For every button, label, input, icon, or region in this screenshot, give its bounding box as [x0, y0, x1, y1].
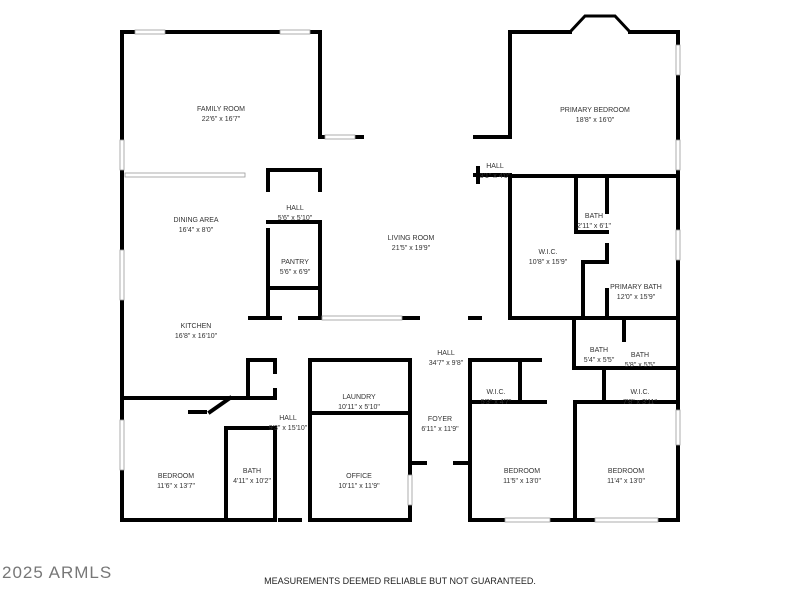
- room-size: 12'0" x 15'9": [616, 294, 656, 301]
- room-label: W.I.C. 7'8" x 3'11": [623, 388, 657, 408]
- room-label: W.I.C. 5'3" x 4'7": [481, 388, 512, 408]
- room-size: 5'4" x 5'5": [583, 357, 615, 364]
- room-label: LAUNDRY 10'11" x 5'10": [338, 393, 380, 413]
- window: [675, 139, 681, 171]
- window: [119, 139, 125, 171]
- room-name: W.I.C.: [538, 249, 558, 256]
- room-label: PANTRY 5'6" x 6'9": [280, 258, 311, 278]
- room-label: PRIMARY BEDROOM 18'8" x 16'0": [560, 106, 630, 126]
- room-size: 16'8" x 16'10": [174, 333, 218, 340]
- wall: [207, 395, 233, 415]
- window: [279, 29, 311, 35]
- room-name: PRIMARY BEDROOM: [560, 107, 630, 114]
- room-name: PANTRY: [281, 259, 309, 266]
- room-label: BEDROOM 11'4" x 13'0": [607, 467, 645, 487]
- room-size: 22'6" x 16'7": [201, 116, 241, 123]
- room-name: BEDROOM: [607, 468, 645, 475]
- room-size: 18'8" x 16'0": [575, 117, 615, 124]
- room-name: PRIMARY BATH: [610, 284, 662, 291]
- room-size: 10'8" x 15'9": [528, 259, 568, 266]
- room-size: 10'11" x 11'9": [338, 483, 380, 490]
- window: [675, 44, 681, 76]
- room-label: LIVING ROOM 21'5" x 19'9": [388, 234, 435, 254]
- room-label: HALL 34'7" x 9'8": [429, 349, 464, 369]
- room-label: HALL 5'6" x 5'10": [278, 204, 313, 224]
- room-name: LIVING ROOM: [387, 235, 435, 242]
- room-size: 5'3" x 4'7": [480, 399, 512, 406]
- room-name: BEDROOM: [157, 473, 195, 480]
- window: [119, 419, 125, 471]
- room-size: 9'3" x 15'10": [268, 425, 308, 432]
- room-label: KITCHEN 16'8" x 16'10": [175, 322, 217, 342]
- room-label: HALL 9'3" x 15'10": [269, 414, 307, 434]
- room-name: BATH: [242, 468, 262, 475]
- window: [594, 517, 659, 523]
- room-size: 7'8" x 3'11": [623, 399, 657, 406]
- room-size: 5'8" x 5'5": [624, 362, 656, 369]
- room-size: 3'1" x 4'0": [479, 173, 511, 180]
- window: [134, 29, 166, 35]
- room-size: 21'5" x 19'9": [391, 245, 431, 252]
- room-name: BATH: [589, 347, 609, 354]
- room-size: 34'7" x 9'8": [428, 360, 464, 367]
- room-name: HALL: [437, 350, 455, 357]
- room-label: FOYER 6'11" x 11'9": [421, 415, 458, 435]
- room-name: HALL: [279, 415, 297, 422]
- room-size: 11'6" x 13'7": [157, 483, 195, 490]
- room-name: DINING AREA: [173, 217, 219, 224]
- window: [504, 517, 551, 523]
- room-label: FAMILY ROOM 22'6" x 16'7": [197, 105, 245, 125]
- window: [324, 134, 356, 140]
- room-label: BEDROOM 11'5" x 13'0": [503, 467, 541, 487]
- room-name: LAUNDRY: [342, 394, 376, 401]
- room-label: W.I.C. 10'8" x 15'9": [529, 248, 567, 268]
- room-name: W.I.C.: [486, 389, 506, 396]
- room-name: BATH: [630, 352, 650, 359]
- room-label: BEDROOM 11'6" x 13'7": [157, 472, 195, 492]
- room-size: 16'4" x 8'0": [178, 227, 214, 234]
- room-label: BATH 2'11" x 6'1": [577, 212, 611, 232]
- window: [321, 315, 403, 321]
- room-label: HALL 3'1" x 4'0": [480, 162, 511, 182]
- window: [675, 409, 681, 446]
- window: [124, 172, 246, 178]
- room-name: BEDROOM: [503, 468, 541, 475]
- room-label: OFFICE 10'11" x 11'9": [338, 472, 379, 492]
- room-size: 5'6" x 6'9": [279, 269, 311, 276]
- room-name: FAMILY ROOM: [197, 106, 245, 113]
- room-label: BATH 5'4" x 5'5": [584, 346, 615, 366]
- bay-window: [568, 14, 632, 34]
- window: [119, 249, 125, 301]
- room-name: W.I.C.: [630, 389, 650, 396]
- room-size: 10'11" x 5'10": [338, 404, 380, 411]
- disclaimer: MEASUREMENTS DEEMED RELIABLE BUT NOT GUA…: [264, 576, 536, 586]
- room-label: BATH 4'11" x 10'2": [233, 467, 271, 487]
- room-size: 5'6" x 5'10": [277, 215, 313, 222]
- room-size: 4'11" x 10'2": [233, 478, 271, 485]
- room-size: 11'5" x 13'0": [503, 478, 541, 485]
- window: [407, 474, 413, 506]
- room-name: KITCHEN: [180, 323, 212, 330]
- window: [675, 229, 681, 261]
- room-name: HALL: [286, 205, 304, 212]
- room-size: 2'11" x 6'1": [577, 223, 611, 230]
- watermark: 2025 ARMLS: [2, 563, 113, 582]
- room-name: FOYER: [427, 416, 453, 423]
- room-label: PRIMARY BATH 12'0" x 15'9": [610, 283, 662, 303]
- room-label: BATH 5'8" x 5'5": [625, 351, 656, 371]
- room-label: DINING AREA 16'4" x 8'0": [173, 216, 218, 236]
- room-name: OFFICE: [346, 473, 372, 480]
- room-size: 6'11" x 11'9": [421, 426, 459, 433]
- room-name: BATH: [584, 213, 604, 220]
- room-name: HALL: [486, 163, 504, 170]
- room-size: 11'4" x 13'0": [607, 478, 645, 485]
